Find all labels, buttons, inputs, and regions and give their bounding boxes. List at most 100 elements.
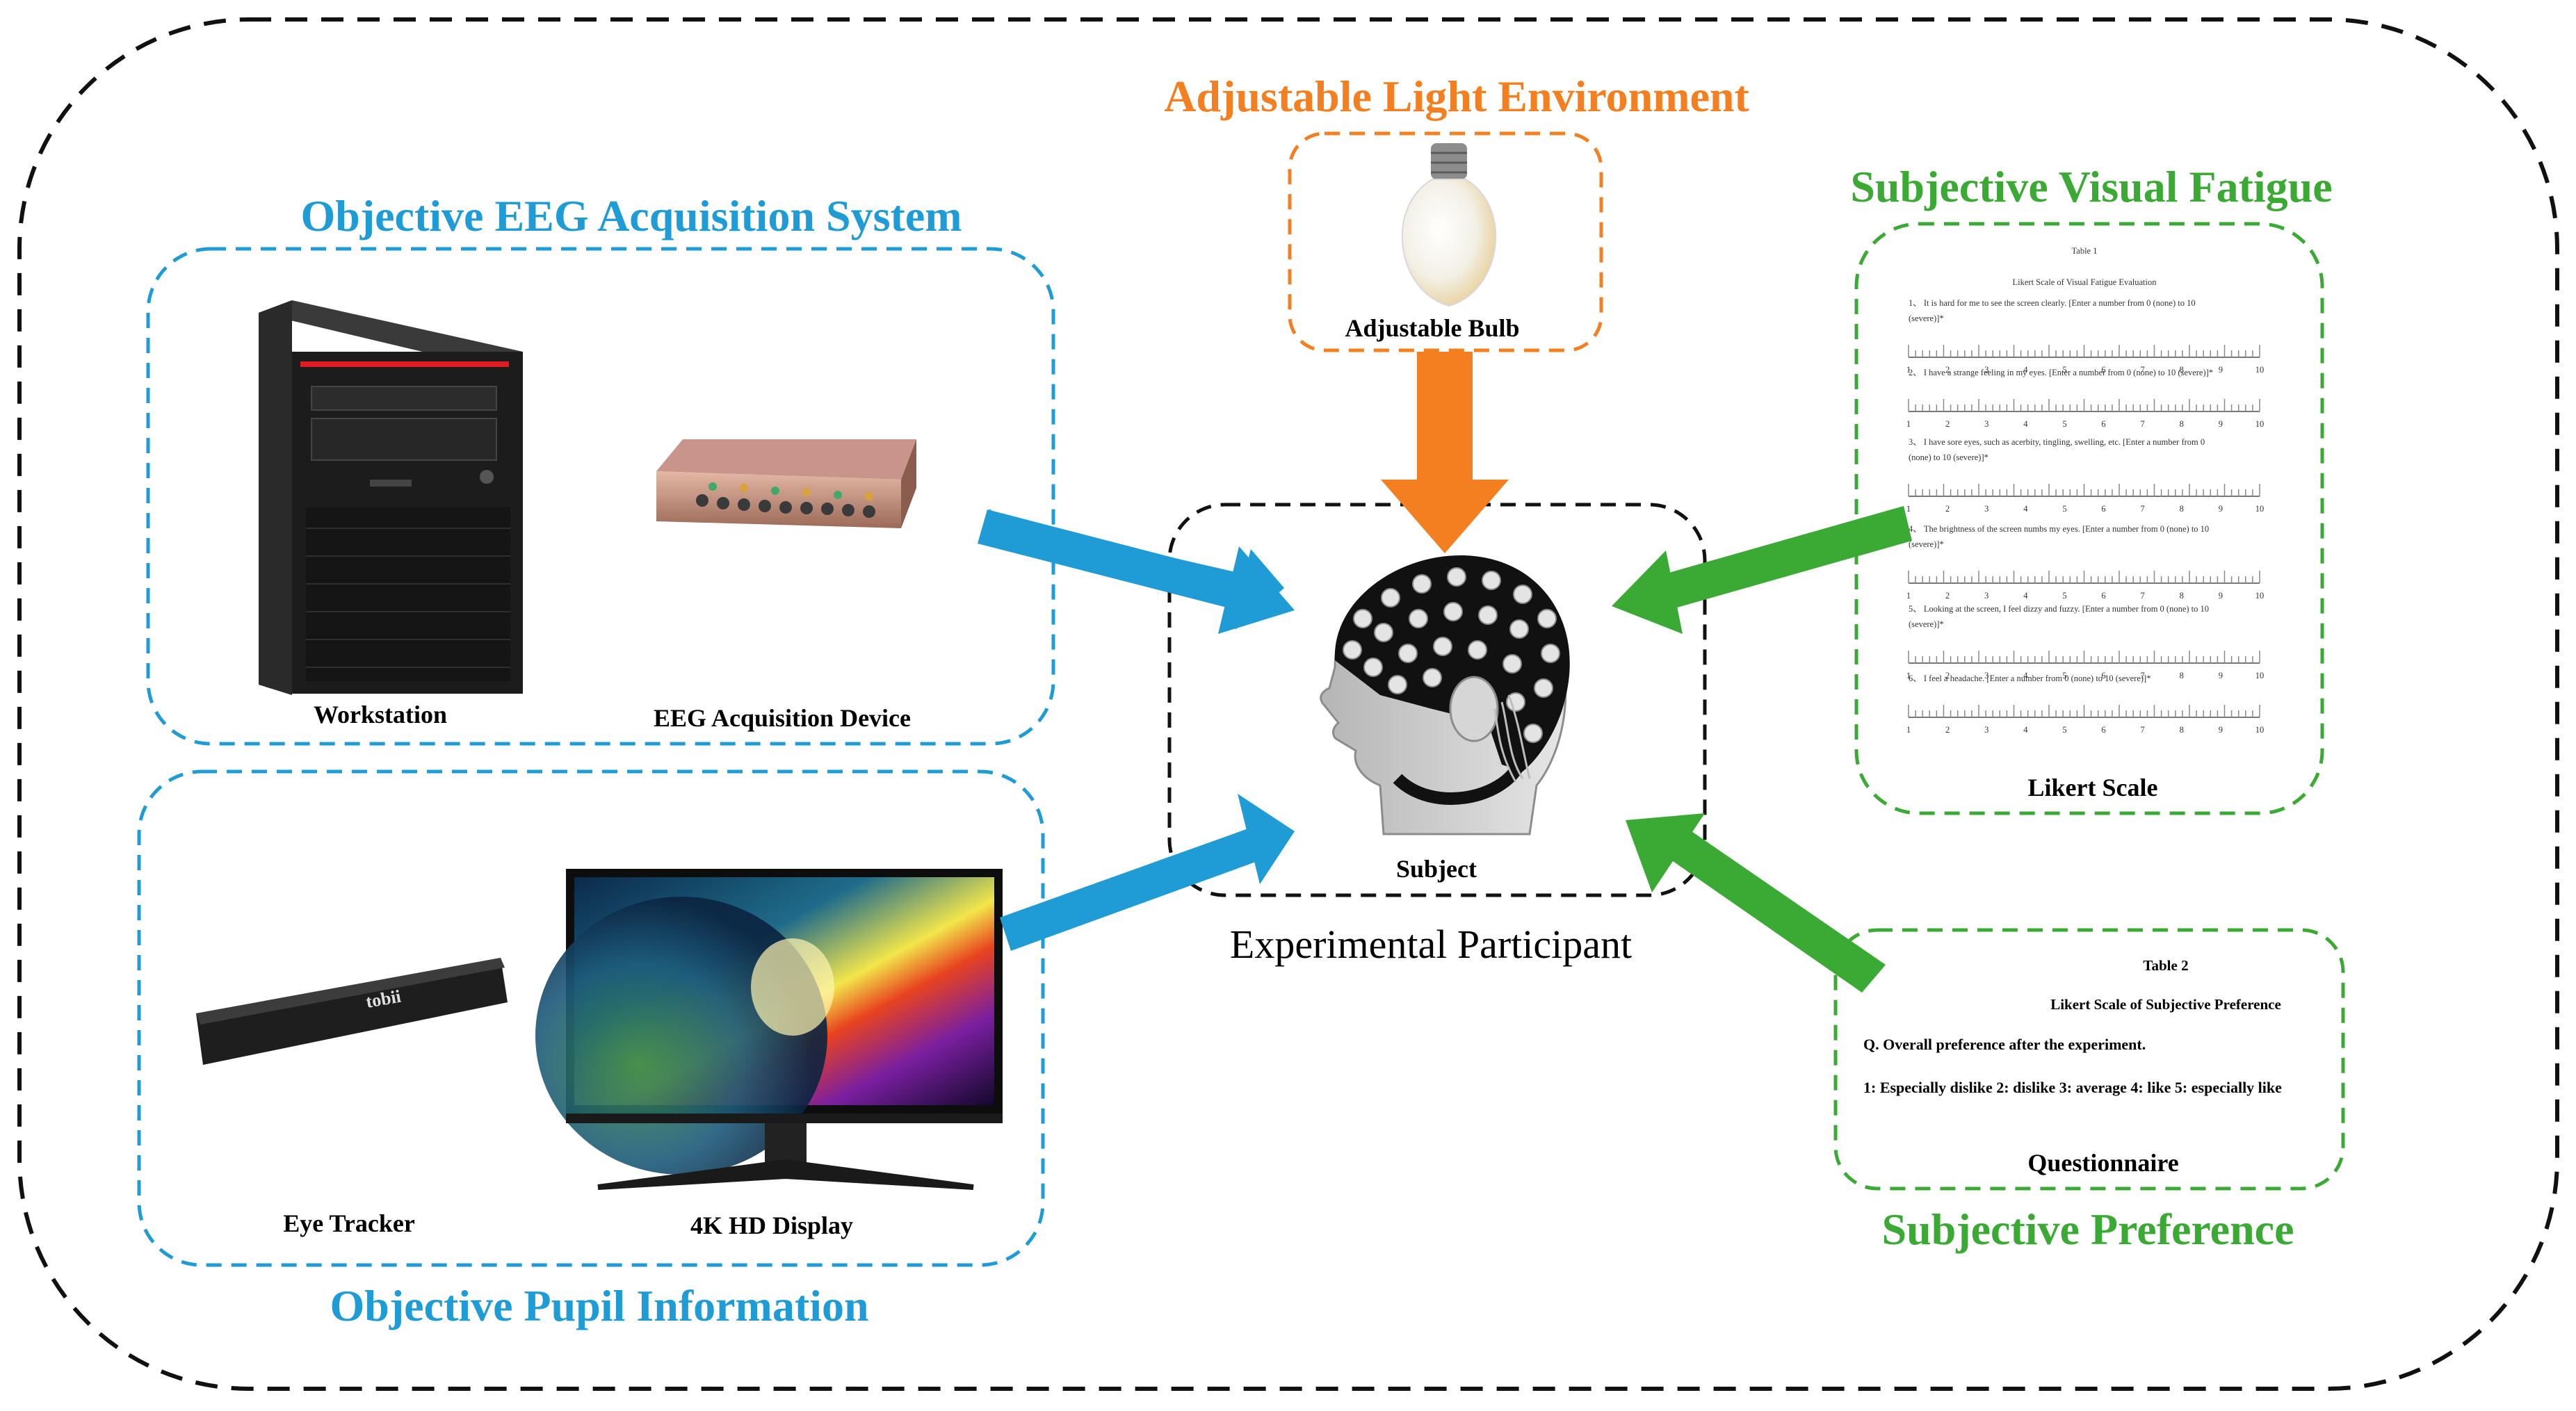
likert-item-text: 1、 It is hard for me to see the screen c… bbox=[1909, 298, 2196, 308]
pupil-group: Objective Pupil Information tobii Eye Tr… bbox=[137, 769, 1045, 1330]
workstation-icon bbox=[259, 300, 523, 695]
eye-tracker-icon: tobii bbox=[196, 958, 508, 1065]
likert-tick-label: 1 bbox=[1906, 671, 1911, 680]
likert-tick-label: 3 bbox=[1984, 365, 1988, 375]
eye-tracker-label: Eye Tracker bbox=[283, 1209, 415, 1237]
preference-group: Table 2 Likert Scale of Subjective Prefe… bbox=[1833, 928, 2345, 1254]
likert-item-text: 5、 Looking at the screen, I feel dizzy a… bbox=[1909, 604, 2209, 614]
table1-caption: Likert Scale of Visual Fatigue Evaluatio… bbox=[2013, 277, 2157, 287]
likert-tick-label: 10 bbox=[2255, 419, 2265, 429]
likert-tick-label: 5 bbox=[2062, 725, 2066, 735]
likert-tick-label: 1 bbox=[1906, 365, 1911, 375]
arrow-light-to-participant bbox=[1381, 352, 1509, 553]
likert-tick-label: 5 bbox=[2062, 504, 2066, 514]
likert-tick-label: 9 bbox=[2219, 365, 2223, 375]
likert-tick-label: 6 bbox=[2101, 591, 2105, 601]
likert-tick-label: 7 bbox=[2141, 419, 2145, 429]
likert-tick-label: 4 bbox=[2023, 419, 2028, 429]
likert-tick-label: 4 bbox=[2023, 365, 2028, 375]
participant-caption: Experimental Participant bbox=[1230, 922, 1632, 967]
arrow-preference-head bbox=[1626, 813, 1705, 892]
preference-box bbox=[1833, 928, 2345, 1191]
outer-frame bbox=[17, 17, 2559, 1391]
likert-tick-label: 2 bbox=[1945, 671, 1950, 680]
likert-tick-label: 8 bbox=[2180, 591, 2184, 601]
likert-tick-label: 5 bbox=[2062, 419, 2066, 429]
likert-tick-label: 3 bbox=[1984, 671, 1988, 680]
visual-fatigue-group: Subjective Visual Fatigue Table 1 Likert… bbox=[1850, 162, 2333, 815]
likert-tick-label: 6 bbox=[2101, 671, 2105, 680]
likert-tick-label: 3 bbox=[1984, 419, 1988, 429]
likert-tick-label: 10 bbox=[2255, 365, 2265, 375]
likert-tick-label: 5 bbox=[2062, 365, 2066, 375]
likert-tick-label: 2 bbox=[1945, 419, 1950, 429]
questionnaire-label: Questionnaire bbox=[2027, 1149, 2178, 1177]
likert-item-text: 4、 The brightness of the screen numbs my… bbox=[1909, 524, 2209, 534]
likert-table-1: Table 1 Likert Scale of Visual Fatigue E… bbox=[1906, 246, 2264, 735]
likert-tick-label: 9 bbox=[2219, 671, 2223, 680]
likert-tick-label: 10 bbox=[2255, 671, 2265, 680]
likert-item-text-cont: (severe)]* bbox=[1909, 313, 1944, 323]
likert-tick-label: 2 bbox=[1945, 504, 1950, 514]
light-environment-group: Adjustable Light Environment Adjustable … bbox=[1164, 72, 1750, 352]
likert-tick-label: 10 bbox=[2255, 504, 2265, 514]
likert-tick-label: 6 bbox=[2101, 365, 2105, 375]
likert-tick-label: 8 bbox=[2180, 419, 2184, 429]
pupil-box bbox=[137, 769, 1045, 1267]
likert-tick-label: 1 bbox=[1906, 725, 1911, 735]
arrow-eeg-head bbox=[1218, 546, 1295, 634]
preference-question: Q. Overall preference after the experime… bbox=[1863, 1036, 2146, 1053]
eeg-system-title: Objective EEG Acquisition System bbox=[300, 191, 962, 240]
likert-tick-label: 4 bbox=[2023, 504, 2028, 514]
visual-fatigue-box bbox=[1854, 222, 2324, 815]
light-environment-title: Adjustable Light Environment bbox=[1164, 72, 1749, 121]
likert-tick-label: 7 bbox=[2141, 725, 2145, 735]
likert-tick-label: 7 bbox=[2141, 591, 2145, 601]
likert-tick-label: 6 bbox=[2101, 725, 2105, 735]
likert-scale-label: Likert Scale bbox=[2028, 774, 2158, 801]
eeg-system-group: Objective EEG Acquisition System Worksta… bbox=[146, 191, 1055, 746]
likert-tick-label: 7 bbox=[2141, 365, 2145, 375]
workstation-label: Workstation bbox=[314, 701, 447, 728]
likert-tick-label: 9 bbox=[2219, 504, 2223, 514]
likert-tick-label: 4 bbox=[2023, 671, 2028, 680]
likert-tick-label: 7 bbox=[2141, 671, 2145, 680]
likert-tick-label: 1 bbox=[1906, 504, 1911, 514]
preference-options: 1: Especially dislike 2: dislike 3: aver… bbox=[1863, 1079, 2282, 1096]
likert-tick-label: 6 bbox=[2101, 504, 2105, 514]
likert-item-text: 3、 I have sore eyes, such as acerbity, t… bbox=[1909, 437, 2205, 447]
arrow-eeg-shaft bbox=[978, 509, 1253, 612]
table2-heading: Table 2 bbox=[2143, 957, 2188, 974]
likert-tick-label: 4 bbox=[2023, 591, 2028, 601]
likert-tick-label: 8 bbox=[2180, 504, 2184, 514]
likert-tick-label: 2 bbox=[1945, 591, 1950, 601]
likert-item-text-cont: (severe)]* bbox=[1909, 539, 1944, 549]
bulb-icon bbox=[1401, 143, 1497, 307]
arrow-pupil-head bbox=[1238, 794, 1295, 884]
likert-tick-label: 9 bbox=[2219, 725, 2223, 735]
subject-label: Subject bbox=[1396, 855, 1477, 883]
table2-caption: Likert Scale of Subjective Preference bbox=[2050, 996, 2281, 1013]
likert-tick-label: 5 bbox=[2062, 671, 2066, 680]
likert-tick-label: 6 bbox=[2101, 419, 2105, 429]
arrow-fatigue-to-participant bbox=[1649, 506, 1912, 613]
likert-tick-label: 4 bbox=[2023, 725, 2028, 735]
likert-tick-label: 3 bbox=[1984, 504, 1988, 514]
likert-tick-label: 3 bbox=[1984, 725, 1988, 735]
likert-tick-label: 3 bbox=[1984, 591, 1988, 601]
likert-tick-label: 5 bbox=[2062, 591, 2066, 601]
likert-item-text: 6、 I feel a headache. [Enter a number fr… bbox=[1909, 674, 2150, 683]
preference-title: Subjective Preference bbox=[1882, 1205, 2294, 1254]
likert-tick-label: 8 bbox=[2180, 671, 2184, 680]
eeg-device-label: EEG Acquisition Device bbox=[654, 704, 911, 732]
pupil-title: Objective Pupil Information bbox=[330, 1281, 868, 1330]
likert-item-text-cont: (severe)]* bbox=[1909, 619, 1944, 629]
likert-tick-label: 8 bbox=[2180, 725, 2184, 735]
eeg-system-box bbox=[146, 247, 1055, 746]
display-label: 4K HD Display bbox=[690, 1212, 853, 1239]
arrow-preference-to-participant bbox=[1666, 830, 1886, 993]
arrow-pupil-to-participant bbox=[1000, 824, 1271, 951]
likert-tick-label: 10 bbox=[2255, 591, 2265, 601]
